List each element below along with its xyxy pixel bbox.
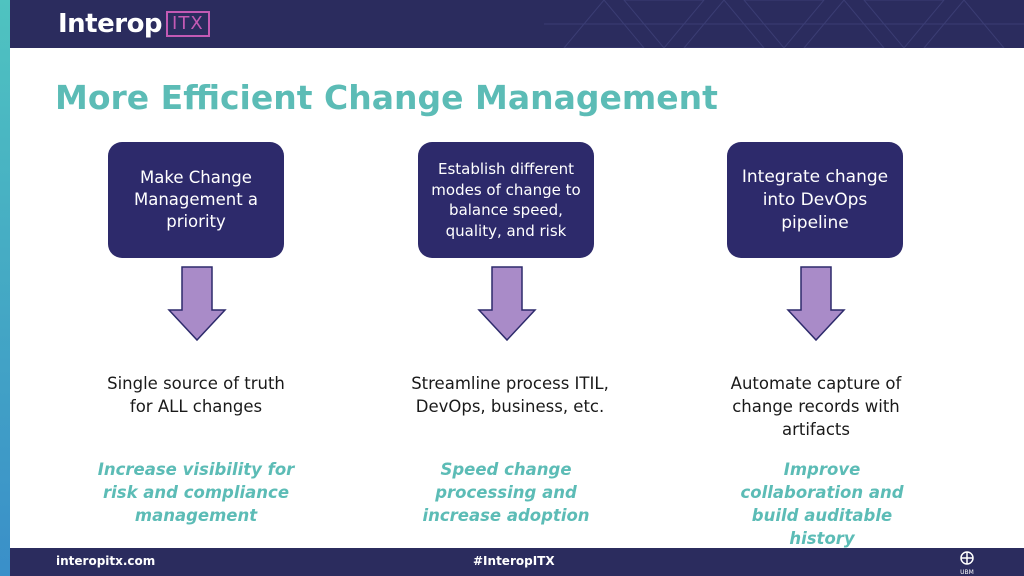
header-bar: Interop ITX <box>10 0 1024 48</box>
slide-title: More Efficient Change Management <box>55 78 718 117</box>
ubm-logo-icon <box>960 551 974 565</box>
step-box-2: Establish different modes of change to b… <box>418 142 594 258</box>
down-arrow-2-icon <box>477 266 537 342</box>
ubm-logo-text: UBM <box>960 569 974 576</box>
step-box-3: Integrate change into DevOps pipeline <box>727 142 903 258</box>
benefit-1: Increase visibility for risk and complia… <box>97 460 295 525</box>
logo-brand: Interop <box>58 9 163 39</box>
header-pattern <box>544 0 1024 48</box>
down-arrow-1-icon <box>167 266 227 342</box>
interop-itx-logo: Interop ITX <box>58 8 210 40</box>
ubm-logo: UBM <box>958 550 976 576</box>
step-box-1-text: Make Change Management a priority <box>133 168 259 231</box>
footer-hashtag: #InteropITX <box>473 554 555 568</box>
logo-suffix: ITX <box>166 11 210 37</box>
result-2: Streamline process ITIL, DevOps, busines… <box>411 374 609 416</box>
step-box-3-text: Integrate change into DevOps pipeline <box>741 166 889 233</box>
benefit-3: Improve collaboration and build auditabl… <box>740 460 904 548</box>
footer-bar: interopitx.com #InteropITX UBM <box>10 548 1024 576</box>
down-arrow-3-icon <box>786 266 846 342</box>
result-1: Single source of truth for ALL changes <box>107 374 285 416</box>
step-box-1: Make Change Management a priority <box>108 142 284 258</box>
step-box-2-text: Establish different modes of change to b… <box>431 160 581 240</box>
result-3: Automate capture of change records with … <box>730 374 902 439</box>
footer-site-link[interactable]: interopitx.com <box>56 554 156 568</box>
benefit-2: Speed change processing and increase ado… <box>422 460 590 525</box>
left-accent-strip <box>0 0 10 576</box>
